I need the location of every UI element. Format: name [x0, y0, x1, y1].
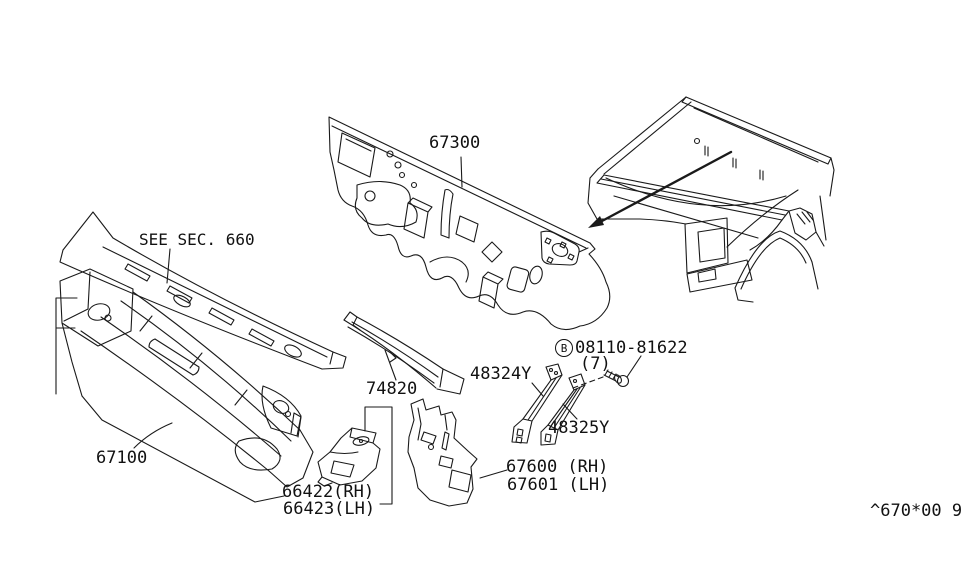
- leader-66422: [81, 395, 285, 503]
- callout-bracket-66422: [364, 406, 393, 505]
- callout-see-sec-660[interactable]: SEE SEC. 660: [139, 230, 255, 249]
- drawing-code: ^670*00 9: [870, 501, 963, 521]
- callout-74820[interactable]: 74820: [366, 379, 418, 399]
- leader-74820: [384, 349, 397, 381]
- callout-48324Y[interactable]: 48324Y: [470, 364, 532, 384]
- callout-67300[interactable]: 67300: [429, 133, 481, 153]
- truck-cab-drawing: [587, 96, 835, 303]
- install-direction-arrow: [588, 150, 733, 228]
- cowl-top-grille-drawing[interactable]: [59, 211, 347, 370]
- callout-66422[interactable]: 66422(RH): [282, 482, 375, 502]
- dash-panel-drawing[interactable]: [328, 116, 611, 331]
- leader-67600: [479, 469, 508, 479]
- bolt-part-number: 08110-81622: [575, 337, 688, 358]
- dash-side-67600-drawing[interactable]: [407, 398, 478, 507]
- reinforce-74820-drawing[interactable]: [343, 311, 465, 395]
- bolt-drawing[interactable]: [572, 355, 642, 389]
- brace-48325-drawing[interactable]: [540, 373, 586, 446]
- callout-67601[interactable]: 67601 (LH): [507, 475, 610, 495]
- cowl-top-assembly-drawing[interactable]: [59, 268, 314, 488]
- leader-67100: [133, 422, 173, 449]
- bracket-66422-drawing[interactable]: [317, 427, 381, 487]
- leader-67300: [460, 156, 463, 188]
- assembly-group-bracket: [55, 297, 78, 395]
- callout-48325Y[interactable]: 48325Y: [548, 418, 610, 438]
- leader-48324: [531, 382, 544, 397]
- bolt-symbol-circle: B: [555, 339, 573, 357]
- leader-48325: [562, 403, 578, 420]
- leader-see-sec: [166, 248, 171, 284]
- bolt-quantity: (7): [580, 354, 611, 374]
- callout-bolt[interactable]: B 08110-81622: [555, 339, 688, 357]
- callout-67600[interactable]: 67600 (RH): [506, 457, 609, 477]
- callout-66423[interactable]: 66423(LH): [283, 499, 376, 519]
- brace-48324-drawing[interactable]: [511, 363, 563, 444]
- callout-67100[interactable]: 67100: [96, 448, 148, 468]
